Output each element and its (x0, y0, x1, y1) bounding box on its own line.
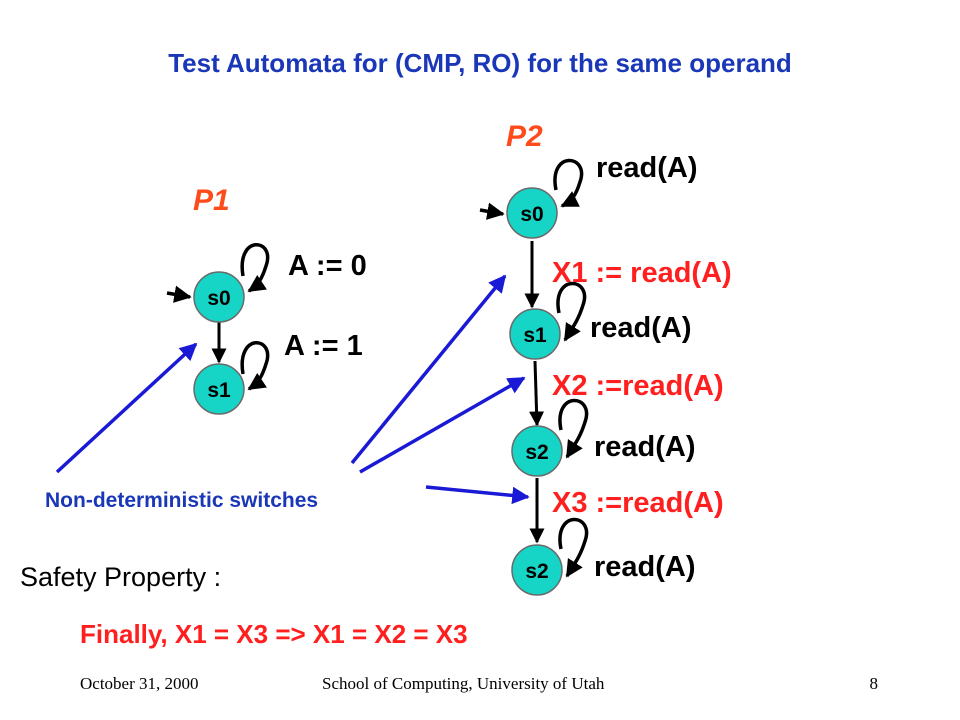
p1-s0-loop (240, 243, 270, 293)
nd-switches-label: Non-deterministic switches (45, 489, 318, 512)
p1-s1-loop (240, 341, 270, 391)
p2-s1-s2-arrow (529, 360, 545, 427)
p2-transition-label-2: X3 :=read(A) (552, 487, 724, 519)
p2-initial-arrow (479, 202, 505, 220)
p2-loop-label-3: read(A) (594, 551, 696, 583)
p1-loop-label-1: A := 1 (284, 330, 363, 362)
p2-label: P2 (506, 120, 543, 153)
p2-s2b-loop (558, 517, 589, 578)
p1-loop-label-0: A := 0 (288, 250, 367, 282)
footer-date: October 31, 2000 (80, 674, 199, 693)
p2-s1-loop (556, 281, 587, 342)
nd-arrow-to-x3 (425, 485, 530, 505)
p2-state-s1 (509, 308, 561, 360)
p1-state-s0 (193, 271, 245, 323)
p2-state-s0 (506, 187, 558, 239)
p1-label: P1 (193, 184, 230, 217)
p1-initial-arrow (166, 285, 192, 303)
p2-s0-loop (553, 158, 584, 208)
p2-state-s2b (511, 544, 563, 596)
p2-transition-label-0: X1 := read(A) (552, 257, 732, 289)
p2-loop-label-2: read(A) (594, 431, 696, 463)
nd-arrow-to-p1 (55, 342, 198, 474)
p2-transition-label-1: X2 :=read(A) (552, 370, 724, 402)
p2-state-s2a (511, 425, 563, 477)
p2-state-s1-label: s1 (523, 324, 547, 347)
p2-state-s2a-label: s2 (525, 441, 548, 464)
p2-state-s2b-label: s2 (525, 560, 548, 583)
p2-loop-label-1: read(A) (590, 312, 692, 344)
footer-org: School of Computing, University of Utah (322, 674, 605, 693)
p2-s2a-loop (558, 398, 589, 459)
safety-property-label: Safety Property : (20, 562, 221, 592)
nd-switch-arrows (55, 274, 530, 505)
p1-state-s1 (193, 363, 245, 415)
p1-state-s1-label: s1 (207, 379, 231, 402)
p2-automaton: P2 s0 s1 s2 s2 read(A) read(A) read(A) r… (479, 120, 732, 596)
safety-formula: Finally, X1 = X3 => X1 = X2 = X3 (80, 619, 468, 649)
p2-state-s0-label: s0 (520, 203, 543, 226)
p2-loop-label-0: read(A) (596, 152, 698, 184)
p1-state-s0-label: s0 (207, 287, 230, 310)
p1-automaton: P1 s0 s1 A := 0 A := 1 (166, 184, 367, 415)
slide-title: Test Automata for (CMP, RO) for the same… (168, 48, 792, 78)
footer-page-number: 8 (870, 674, 879, 693)
nd-arrow-to-x2 (359, 376, 526, 474)
nd-arrow-to-x1 (350, 274, 507, 465)
